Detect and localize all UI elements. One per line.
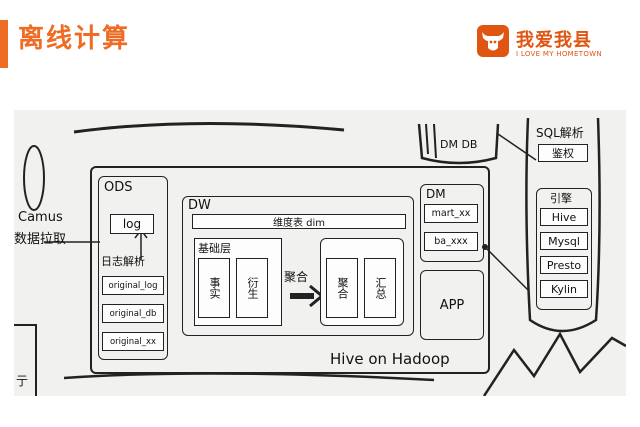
ods-item: original_db [102,304,164,323]
sql-title: SQL解析 [536,126,584,140]
ods-item: original_log [102,276,164,295]
logo-name: 我爱我县 [516,30,592,51]
bull-head-icon [477,25,509,57]
ods-title: ODS [104,180,133,195]
dm-box [420,184,484,262]
architecture-diagram: Camus 数据拉取 亍 Hive on Hadoop ODS log 日志解析… [14,110,626,396]
fact-box: 事实 [198,258,230,318]
cluster-label: Hive on Hadoop [330,350,450,368]
dm-title: DM [426,187,446,201]
aggregate-arrow-label: 聚合 [284,270,309,284]
dm-item: mart_xx [424,204,478,223]
dw-box [182,196,414,336]
brand-logo: 我爱我县 I LOVE MY HOMETOWN [476,24,626,64]
camus-subtitle: 数据拉取 [14,232,67,247]
engine-item: Kylin [540,280,588,298]
page-title: 离线计算 [18,24,131,54]
sql-auth: 鉴权 [538,144,588,162]
logo-tagline: I LOVE MY HOMETOWN [516,50,602,58]
derive-box: 衍生 [236,258,268,318]
dm-db-label: DM DB [440,138,478,151]
dm-item: ba_xxx [424,232,478,251]
engine-title: 引擎 [550,192,572,205]
ods-box [98,176,168,360]
engine-box [536,188,592,310]
hive-cluster-box [90,166,490,374]
ods-parse-label: 日志解析 [101,255,145,268]
ods-log: log [110,214,154,234]
ods-item: original_xx [102,332,164,351]
agg-box: 聚合 [326,258,358,318]
sketch-lines [14,117,626,396]
engine-item: Hive [540,208,588,226]
app-box: APP [420,270,484,340]
dw-dim: 维度表 dim [192,214,406,229]
base-layer-label: 基础层 [198,242,231,255]
dw-title: DW [188,198,211,213]
header-accent-bar [0,20,8,68]
summary-box: 汇总 [364,258,396,318]
camus-title: Camus [18,210,63,225]
engine-item: Mysql [540,232,588,250]
edge-char: 亍 [16,374,29,388]
engine-item: Presto [540,256,588,274]
